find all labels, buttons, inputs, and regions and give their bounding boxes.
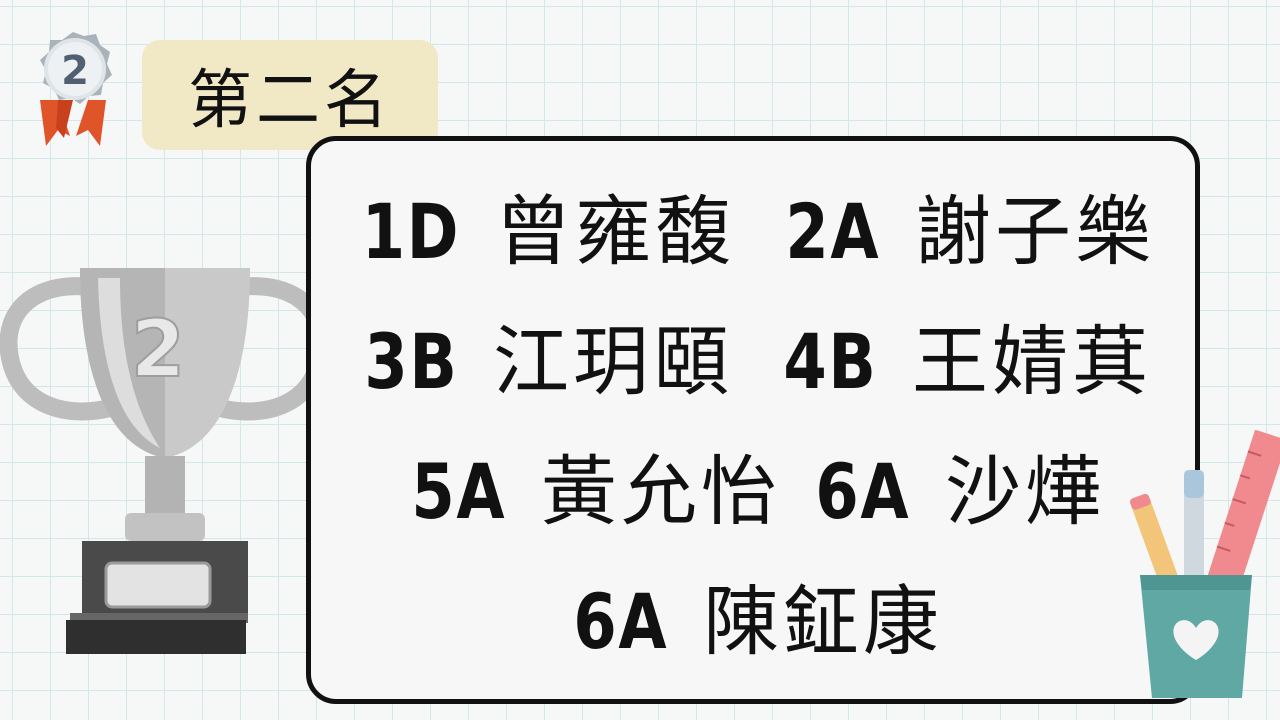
rank-title: 第二名 — [188, 64, 392, 138]
winners-row-2: 3B 江玥頤 4B 王婧萁 — [311, 317, 1195, 407]
trophy-icon: 2 — [0, 268, 330, 654]
class-label: 2A — [785, 187, 881, 276]
student-name: 曾雍馥 — [495, 187, 736, 276]
winners-row-1: 1D 曾雍馥 2A 謝子樂 — [311, 187, 1195, 277]
student-name: 陳鉦康 — [702, 577, 943, 666]
student-name: 江玥頤 — [493, 317, 733, 406]
class-label: 6A — [573, 577, 669, 666]
student-name: 謝子樂 — [915, 187, 1155, 276]
silver-medal-icon: 2 — [40, 32, 112, 146]
rank-title-badge: 第二名 — [142, 40, 438, 150]
class-label: 3B — [364, 317, 459, 406]
pencil-cup-icon — [1130, 430, 1280, 698]
student-name: 王婧萁 — [911, 317, 1152, 406]
student-name: 黃允怡 — [540, 447, 781, 536]
class-label: 4B — [783, 317, 878, 406]
class-label: 5A — [411, 447, 507, 536]
winners-row-3: 5A 黃允怡 6A 沙燁 — [311, 447, 1195, 537]
trophy-number: 2 — [131, 305, 185, 395]
medal-number: 2 — [61, 48, 89, 94]
student-name: 沙燁 — [944, 447, 1105, 536]
winners-board: 1D 曾雍馥 2A 謝子樂 3B 江玥頤 4B 王婧萁 5A 黃允怡 6A 沙燁 6… — [306, 136, 1200, 704]
class-label: 1D — [361, 187, 461, 276]
winners-row-4: 6A 陳鉦康 — [311, 577, 1195, 667]
class-label: 6A — [815, 447, 911, 536]
